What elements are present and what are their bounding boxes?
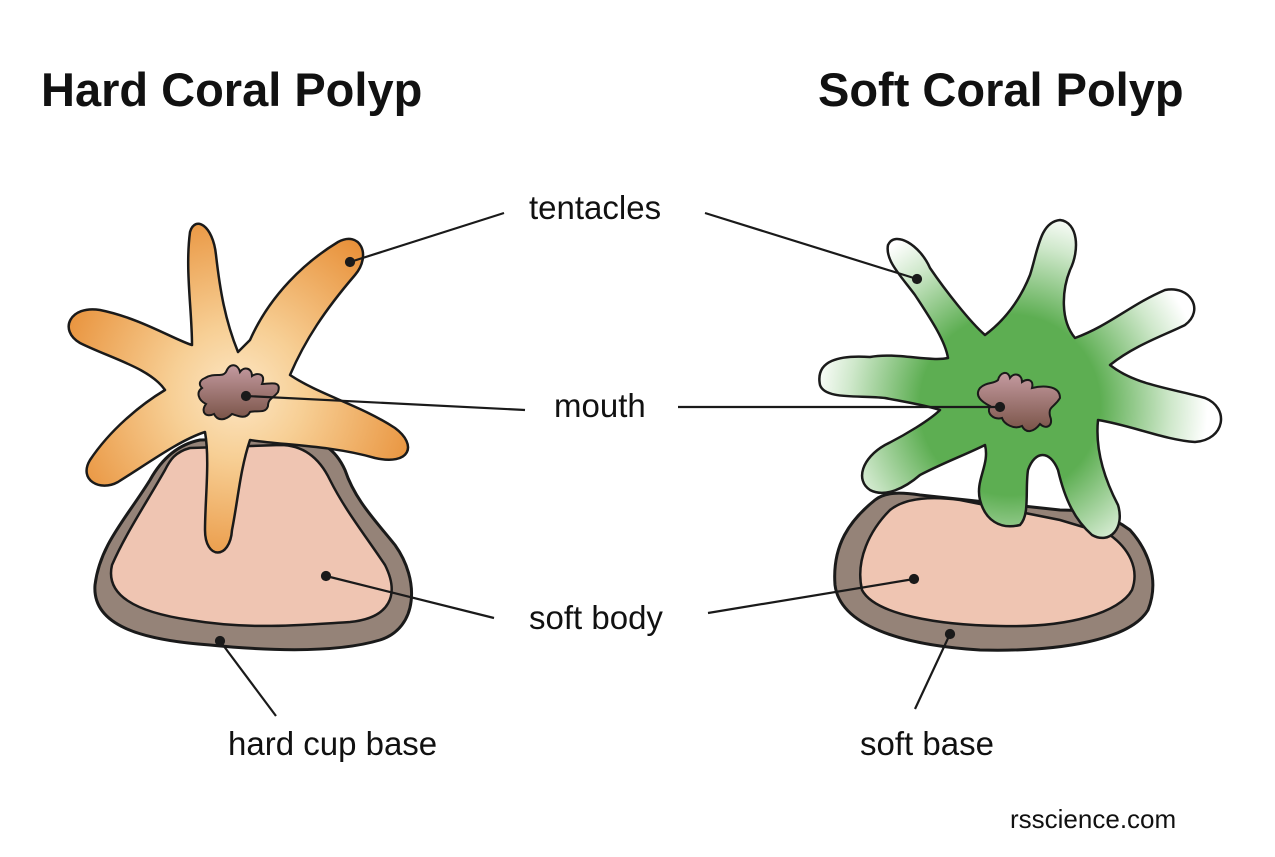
hard-coral-title: Hard Coral Polyp bbox=[41, 63, 423, 116]
soft-coral-title: Soft Coral Polyp bbox=[818, 63, 1184, 116]
soft-coral-polyp bbox=[818, 218, 1223, 652]
leader-lines bbox=[214, 211, 1006, 717]
soft-body-label: soft body bbox=[529, 599, 663, 636]
leader-soft-soft-body bbox=[707, 577, 915, 615]
leader-hard-mouth bbox=[245, 394, 526, 412]
soft-base-label: soft base bbox=[860, 725, 994, 762]
mouth-label: mouth bbox=[554, 387, 646, 424]
hard-coral-polyp bbox=[67, 222, 414, 652]
leader-hard-cup-base bbox=[219, 640, 277, 717]
soft-mouth bbox=[976, 372, 1062, 432]
hard-soft-body bbox=[109, 443, 393, 628]
leader-hard-tentacles bbox=[349, 211, 505, 264]
tentacles-label: tentacles bbox=[529, 189, 662, 226]
leader-soft-tentacles bbox=[704, 211, 918, 281]
source-credit: rsscience.com bbox=[1010, 804, 1177, 834]
hard-mouth bbox=[197, 364, 280, 421]
leader-soft-base bbox=[914, 633, 951, 710]
hard-cup-base-label: hard cup base bbox=[228, 725, 438, 762]
leader-hard-soft-body bbox=[325, 574, 495, 620]
soft-soft-body bbox=[859, 496, 1136, 628]
